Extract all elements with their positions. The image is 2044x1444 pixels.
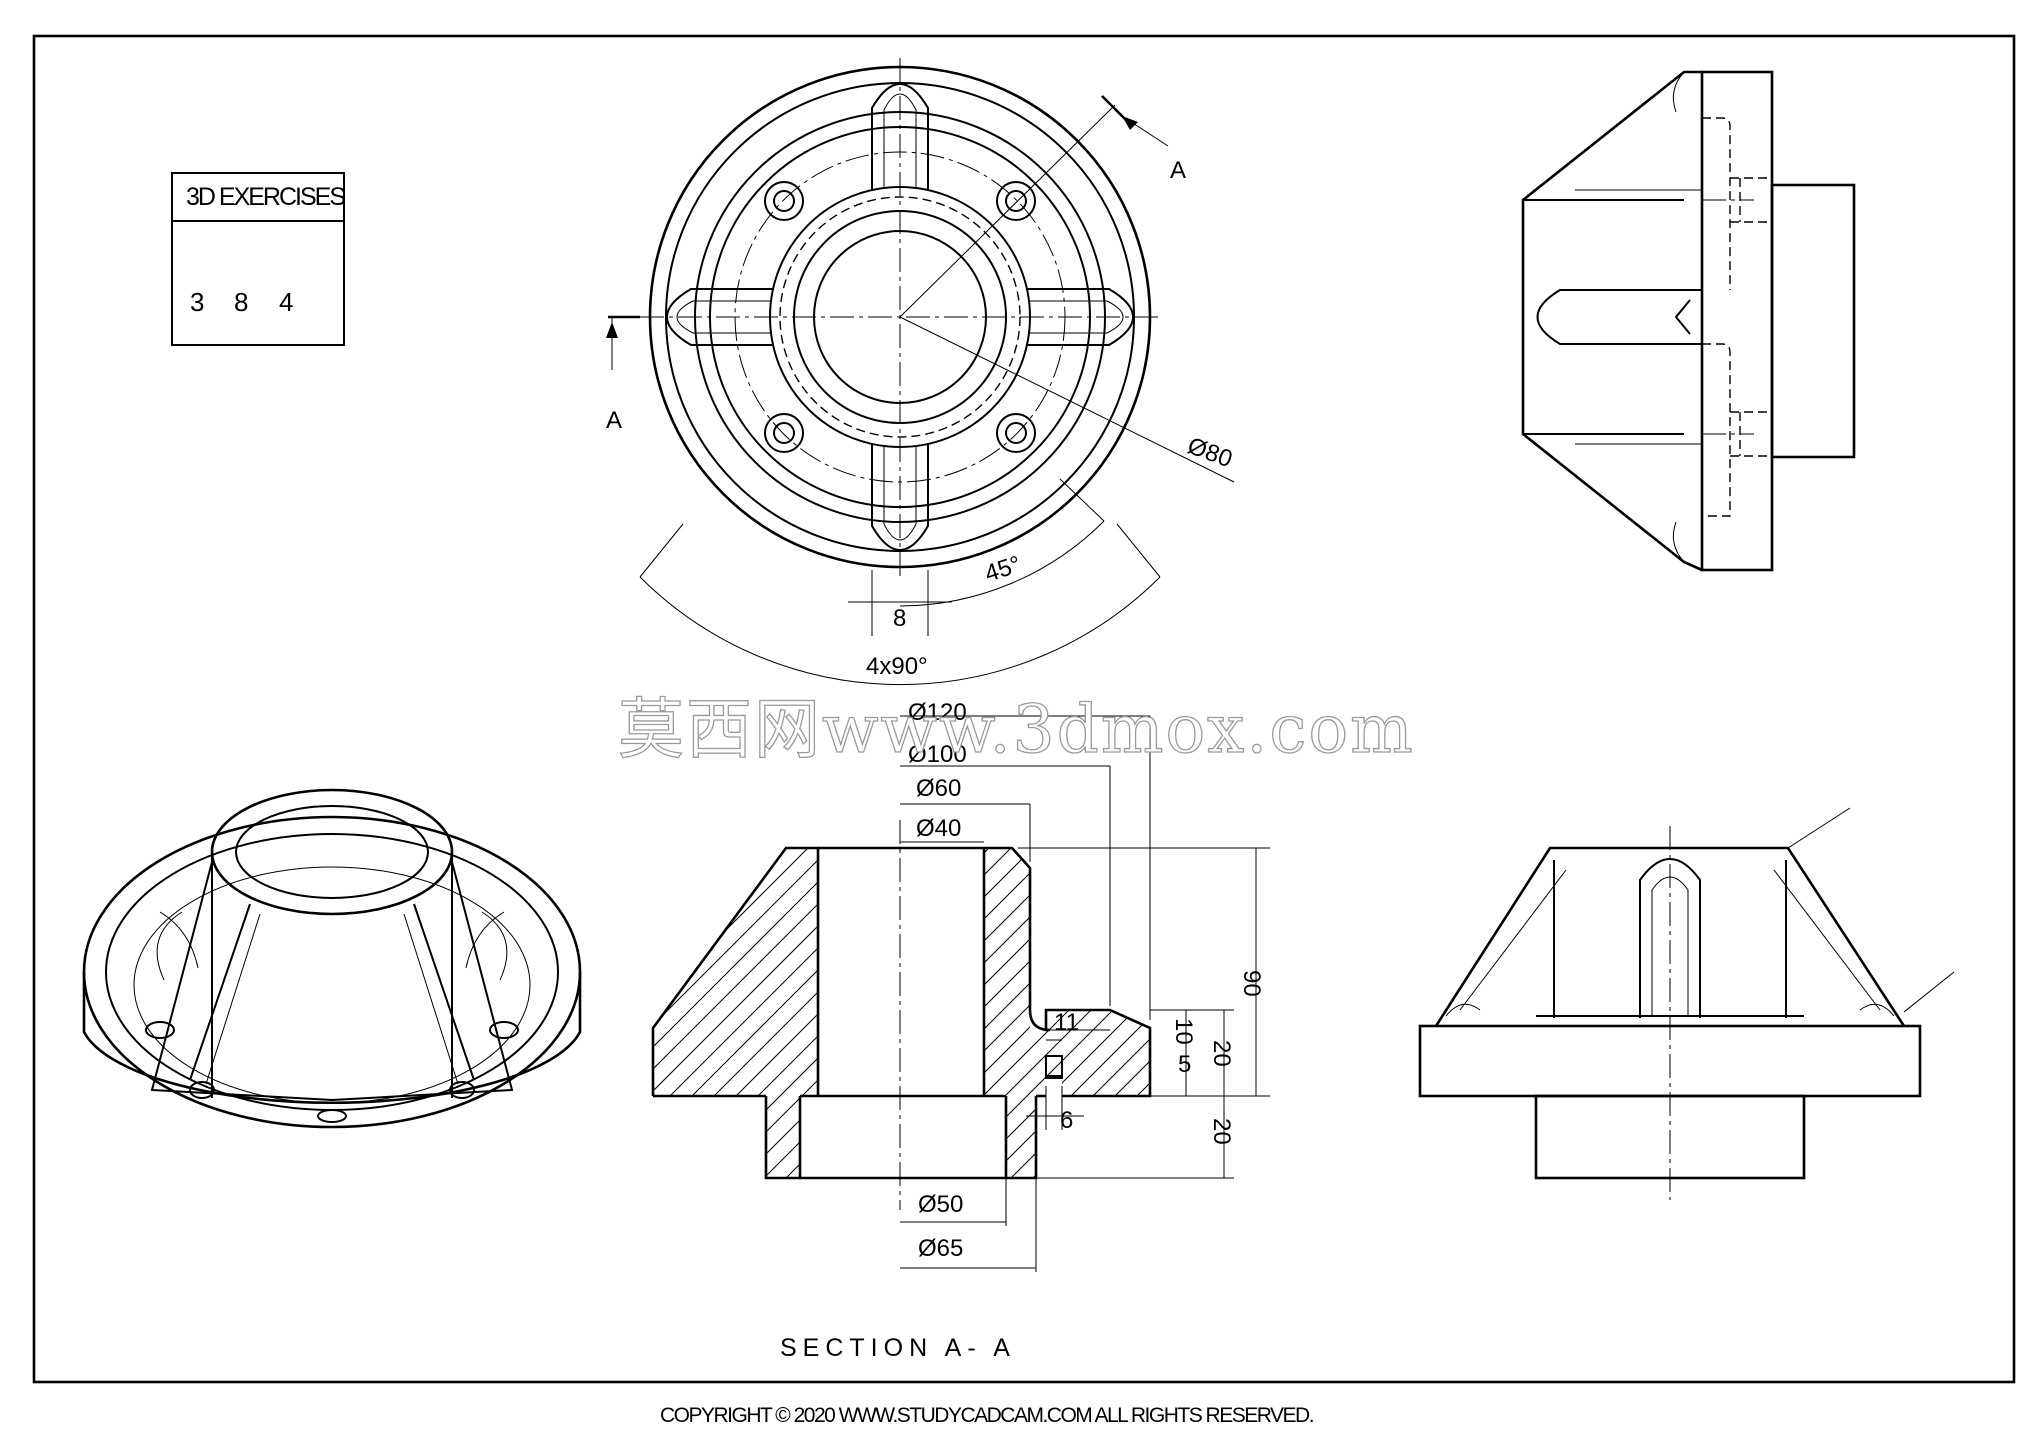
hatch-line [290, 840, 640, 1190]
isometric-view [82, 788, 582, 1129]
title-block: 3D EXERCISES 3 8 4 [171, 172, 347, 346]
dim-dia-40: Ø40 [916, 815, 961, 842]
dim-pattern-4x90: 4x90° [866, 653, 928, 680]
dim-dia-80: Ø80 [1184, 432, 1236, 473]
hatch-line [653, 848, 685, 1178]
dim-len-6: 6 [1060, 1107, 1073, 1134]
title-block-digit-2: 8 [234, 287, 248, 317]
dim-angle-45: 45° [982, 551, 1025, 588]
section-view: Ø120 Ø100 Ø60 Ø40 11 6 Ø50 Ø65 90 [290, 699, 1503, 1362]
hatch-line [653, 848, 663, 1178]
sheet-border [32, 34, 2016, 1384]
hatch-line [1086, 848, 1150, 1178]
side-view [1521, 70, 1856, 572]
hatch-line [795, 848, 818, 1178]
hatch-line [653, 848, 818, 1178]
hatch-line [1153, 840, 1503, 1190]
title-block-digit-3: 4 [279, 287, 293, 317]
copyright: COPYRIGHT © 2020 WWW.STUDYCADCAM.COM ALL… [660, 1404, 1313, 1427]
hatch-line [998, 848, 1150, 1178]
hatch-line [653, 848, 818, 1178]
hatch-line [984, 848, 1150, 1178]
hatch-line [751, 848, 818, 1178]
hatch-line [984, 848, 1150, 1178]
section-dims: Ø120 Ø100 Ø60 Ø40 11 6 Ø50 Ø65 90 [900, 699, 1270, 1272]
dim-width-8: 8 [893, 605, 906, 632]
bolt-holes [764, 181, 1036, 453]
hatch-line [653, 848, 795, 1178]
hatch-line [663, 848, 818, 1178]
hatch-line [653, 848, 818, 1178]
dim-dia-100: Ø100 [908, 741, 967, 768]
hatch-line [984, 848, 1150, 1178]
dim-height-10: 10 [1170, 1018, 1197, 1045]
dim-dia-60: Ø60 [916, 775, 961, 802]
title-block-digit-1: 3 [190, 287, 204, 317]
section-marker-top: A [1170, 157, 1186, 184]
hatch-line [653, 848, 818, 1178]
dim-dia-50: Ø50 [918, 1191, 963, 1218]
title-block-label: 3D EXERCISES [186, 183, 345, 211]
dim-dia-65: Ø65 [918, 1235, 963, 1262]
section-label: SECTION A- A [780, 1334, 1016, 1362]
hatch-line [653, 848, 818, 1178]
hatch-line [984, 848, 1150, 1178]
dim-height-20: 20 [1208, 1040, 1235, 1067]
top-view: A A Ø80 45° 4x90° 8 [606, 58, 1236, 685]
hatch-line [653, 848, 773, 1178]
hatch-line [653, 848, 817, 1178]
front-view [1418, 807, 1955, 1200]
hatch-line [984, 848, 1150, 1178]
hatch-line [984, 848, 998, 1178]
hatch-line [984, 848, 1150, 1178]
hatch-line [984, 848, 1020, 1178]
dim-len-11: 11 [1054, 1009, 1079, 1036]
dim-height-90: 90 [1238, 970, 1265, 997]
hatch-line [817, 848, 818, 1178]
hatch-line [1130, 848, 1150, 1178]
watermark: 莫西网www.3dmox.com [618, 691, 1415, 768]
hatch-line [653, 848, 707, 1178]
hatch-line [984, 848, 1064, 1178]
hatch-line [653, 848, 729, 1178]
hatch-line [1108, 848, 1150, 1178]
dim-dia-120: Ø120 [908, 699, 967, 726]
dim-height-20-lower: 20 [1208, 1118, 1235, 1145]
hatch-line [653, 848, 818, 1178]
hatch-line [984, 848, 1042, 1178]
hatch-line [984, 848, 1086, 1178]
section-marker-left: A [606, 407, 622, 434]
ribs [666, 83, 1134, 551]
hatch-line [1064, 848, 1150, 1178]
dim-height-5: 5 [1178, 1051, 1191, 1078]
hatch-line [729, 848, 818, 1178]
